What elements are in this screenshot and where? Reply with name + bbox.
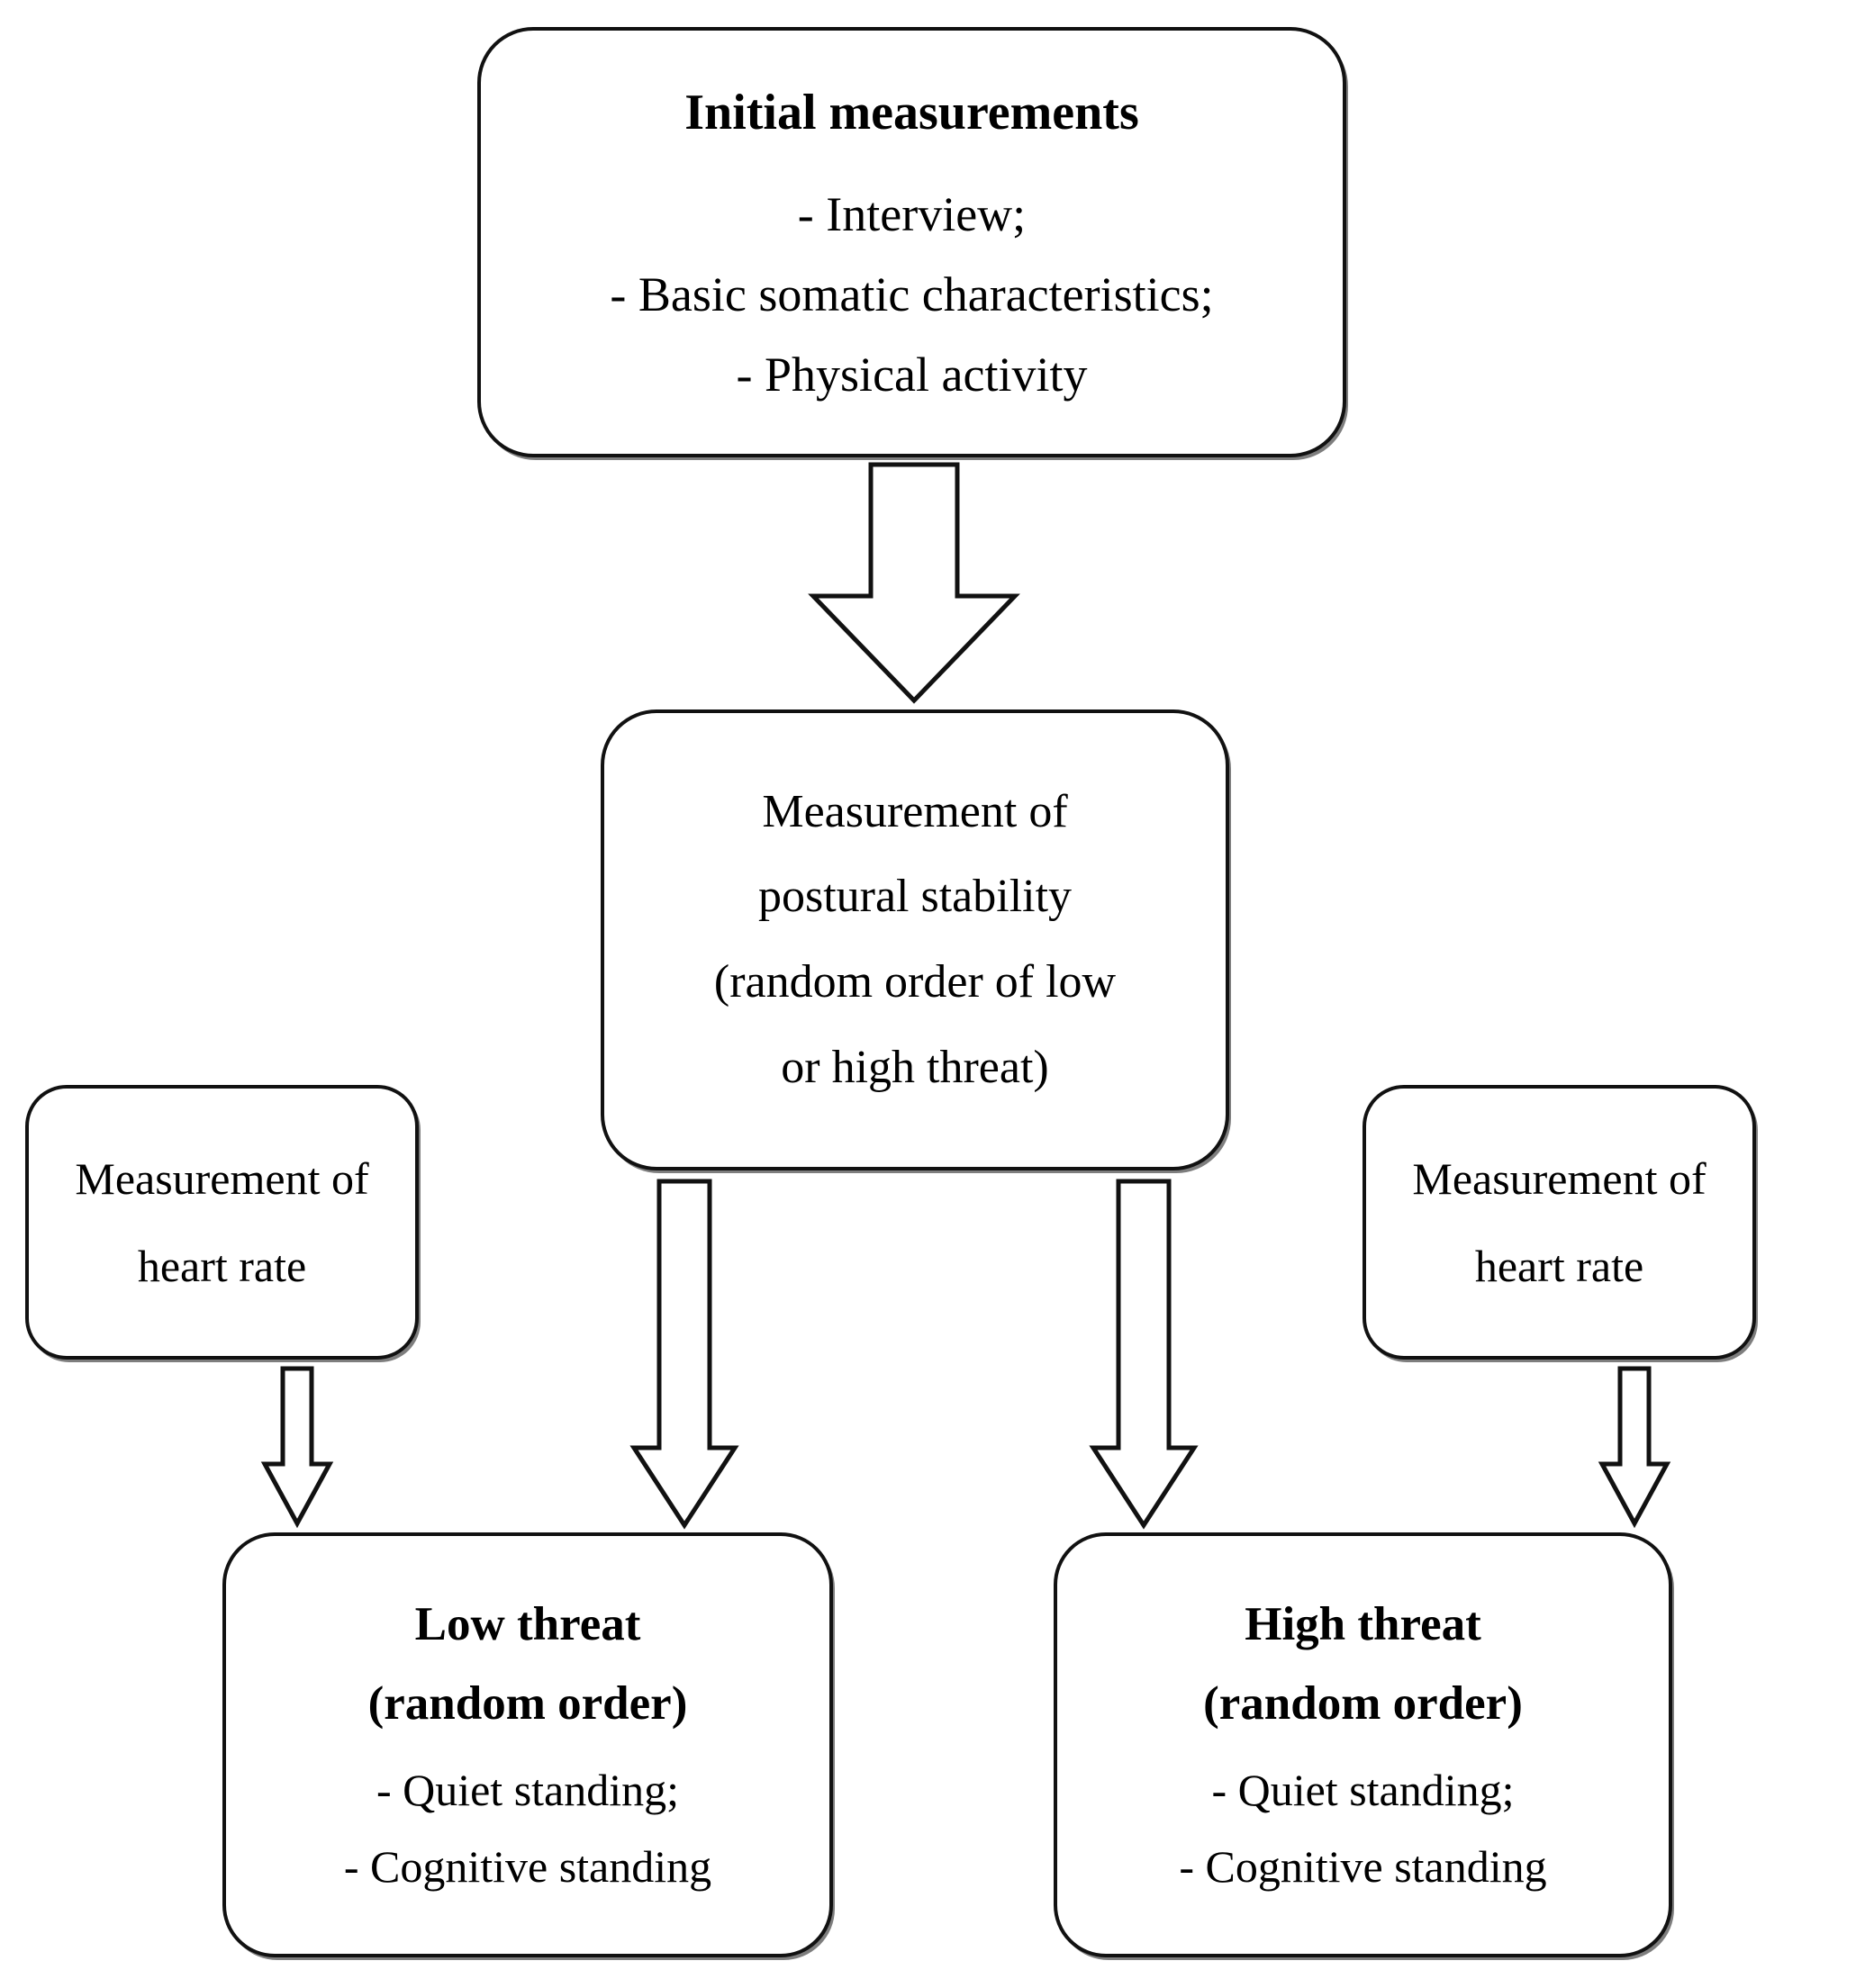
node-high-threat: High threat (random order) - Quiet stand… [1054,1532,1672,1957]
node-initial-measurements-item-1: - Interview; [797,187,1027,242]
node-heart-rate-right-line-2: heart rate [1474,1240,1644,1291]
node-postural-stability-line-3: (random order of low [713,956,1117,1008]
node-high-threat-subtitle: (random order) [1203,1676,1523,1730]
node-heart-rate-left: Measurement of heart rate [25,1085,419,1360]
node-heart-rate-right-line-1: Measurement of [1412,1153,1707,1204]
arrow-initial-to-postural-icon [806,461,1022,706]
node-low-threat: Low threat (random order) - Quiet standi… [222,1532,833,1957]
node-initial-measurements-title: Initial measurements [684,84,1139,140]
node-heart-rate-left-line-2: heart rate [137,1240,307,1291]
node-low-threat-title: Low threat [414,1597,641,1650]
node-initial-measurements-item-2: - Basic somatic characteristics; [610,267,1214,322]
node-postural-stability-line-1: Measurement of [762,785,1068,837]
arrow-postural-to-high-threat-icon [1089,1178,1199,1531]
node-high-threat-item-2: - Cognitive standing [1179,1840,1547,1892]
node-high-threat-item-1: - Quiet standing; [1211,1765,1515,1816]
node-heart-rate-left-line-1: Measurement of [75,1153,369,1204]
arrow-heart-rate-right-to-high-threat-icon [1598,1365,1671,1529]
node-low-threat-item-1: - Quiet standing; [376,1765,680,1816]
node-postural-stability: Measurement of postural stability (rando… [601,709,1229,1170]
node-postural-stability-line-4: or high threat) [781,1041,1049,1093]
node-postural-stability-line-2: postural stability [757,871,1073,923]
node-low-threat-item-2: - Cognitive standing [343,1840,712,1892]
node-high-threat-title: High threat [1245,1597,1481,1650]
arrow-heart-rate-left-to-low-threat-icon [260,1365,334,1529]
arrow-postural-to-low-threat-icon [629,1178,739,1531]
node-low-threat-subtitle: (random order) [367,1676,688,1730]
node-initial-measurements: Initial measurements - Interview; - Basi… [477,27,1346,457]
node-initial-measurements-item-3: - Physical activity [736,347,1088,402]
node-heart-rate-right: Measurement of heart rate [1363,1085,1756,1360]
